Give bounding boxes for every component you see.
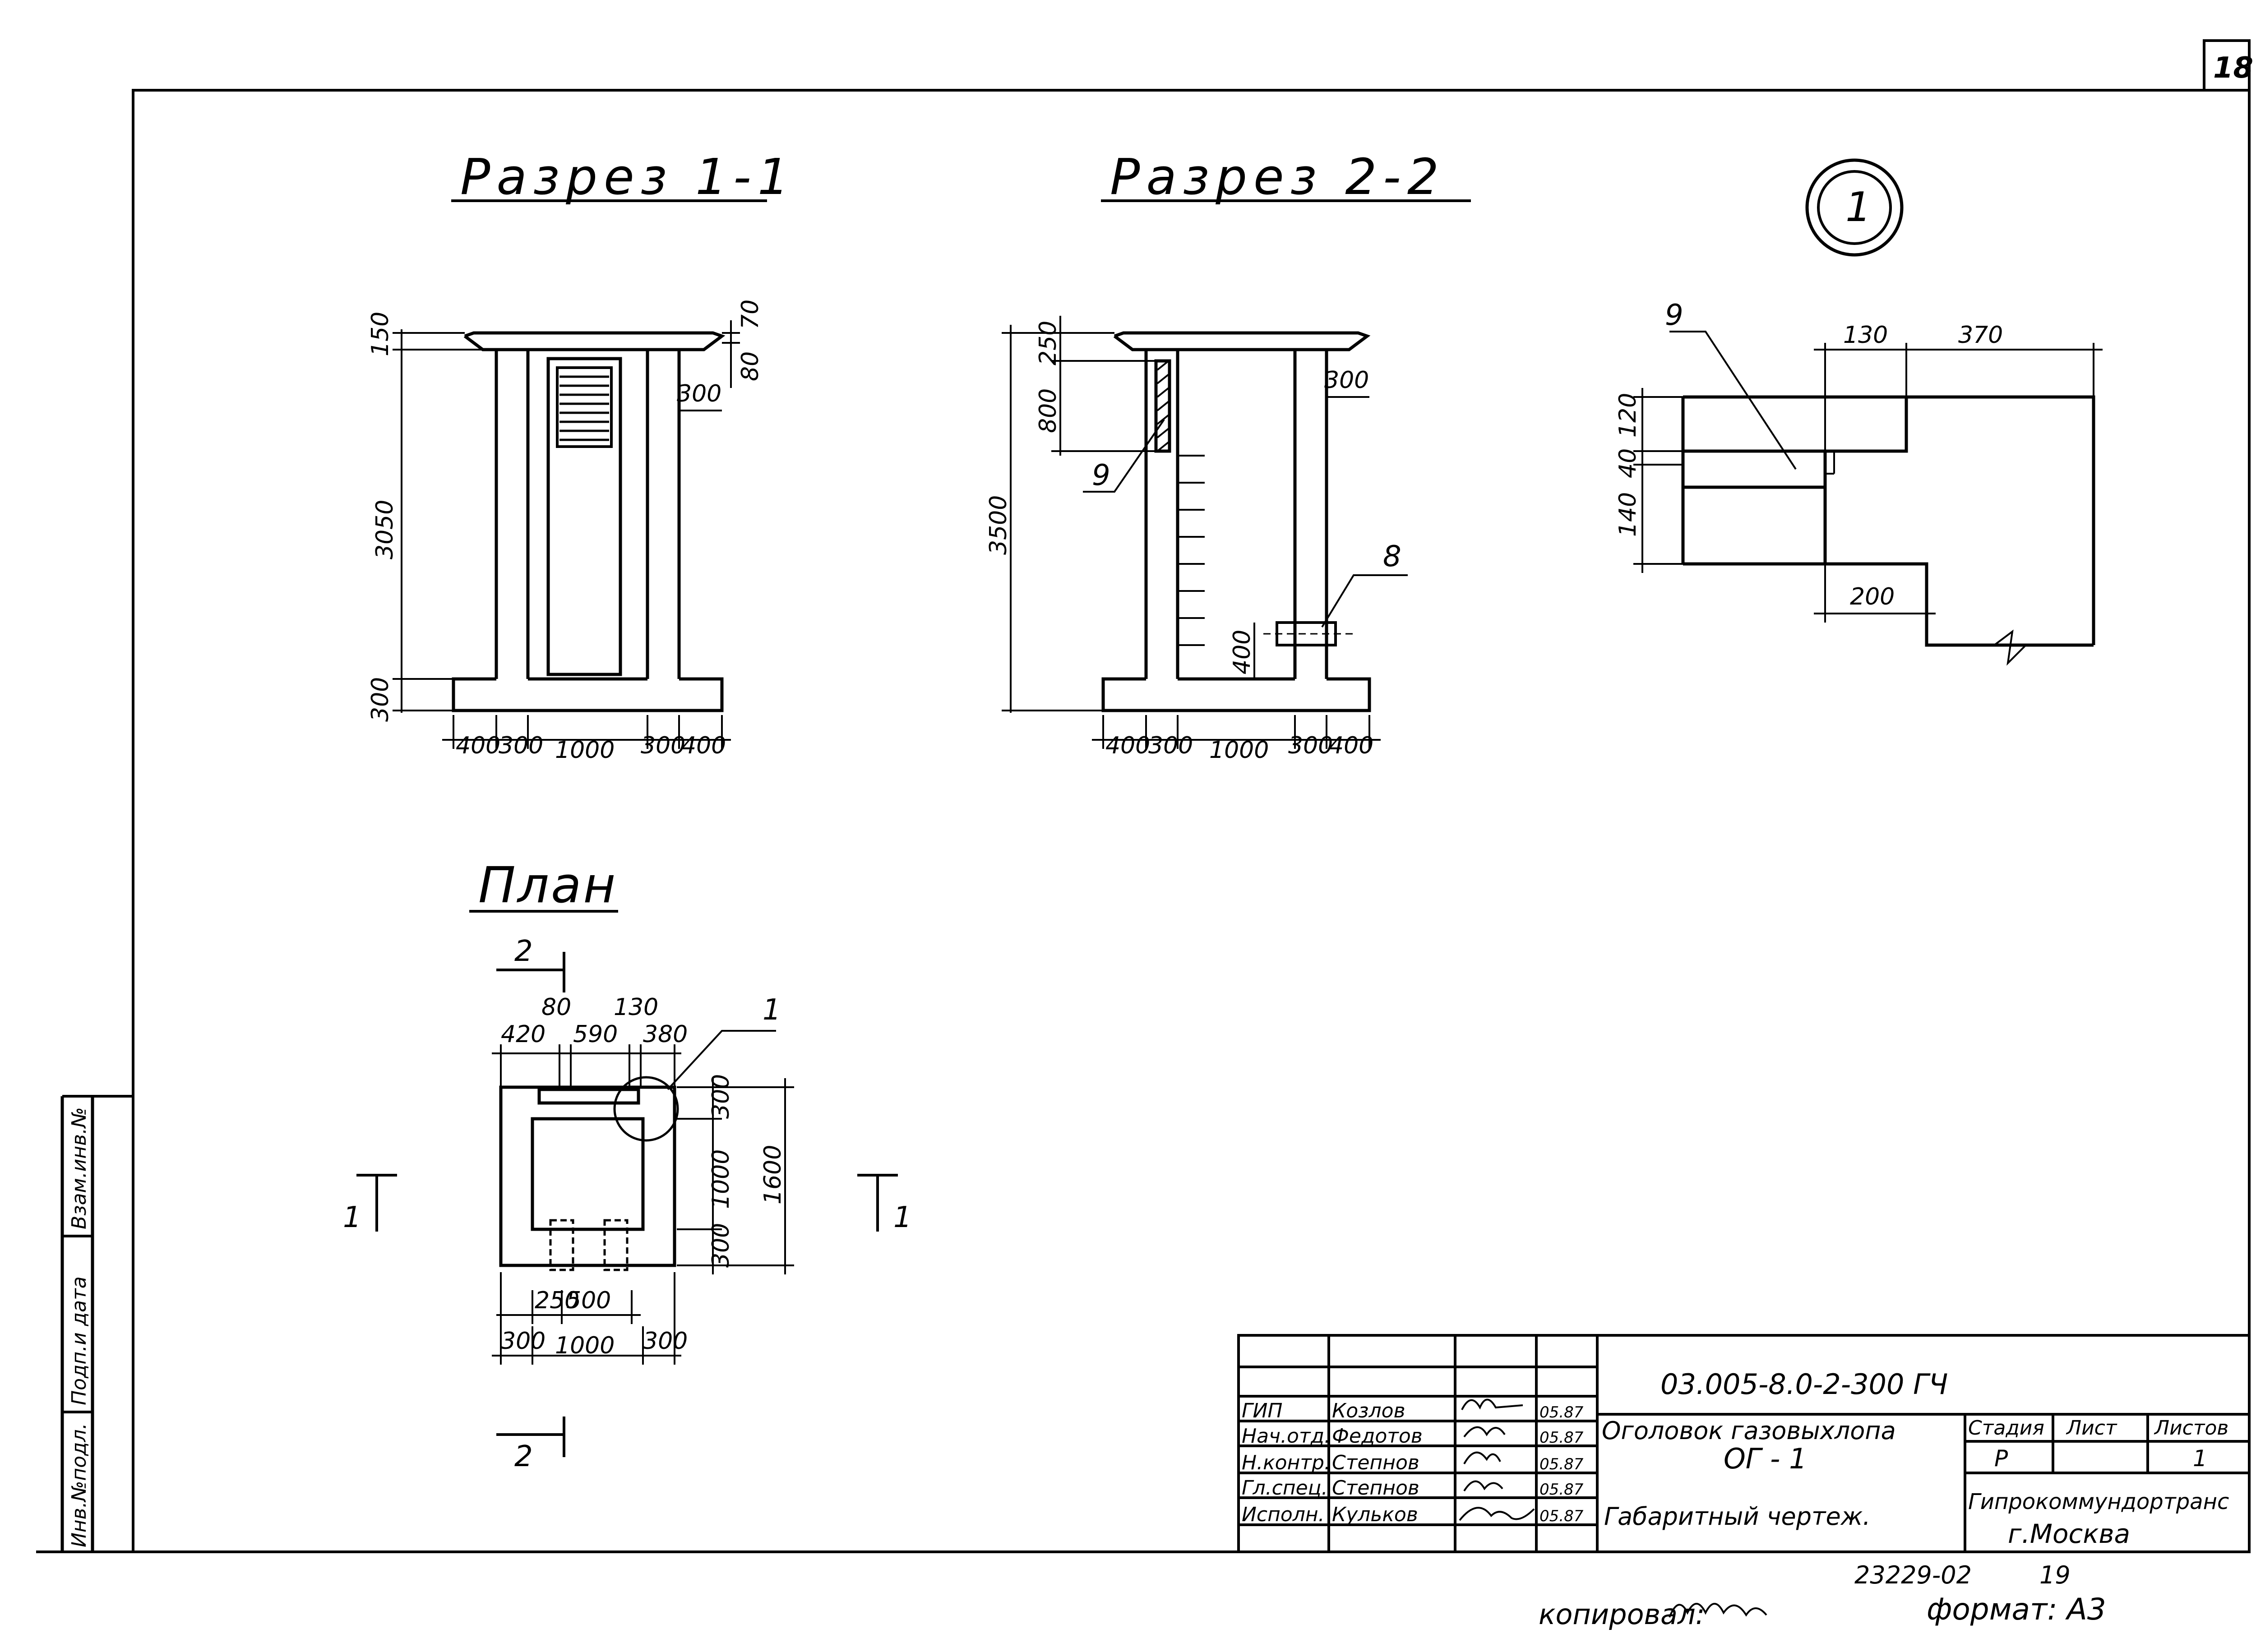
s1-base-2: 1000	[555, 737, 615, 764]
plan-right-0: 300	[707, 1074, 735, 1119]
plan-right-total: 1600	[759, 1145, 786, 1204]
footer: 23229-02 19 копировал: формат: А3	[1539, 1561, 2106, 1631]
tb-stage-label: Стадия	[1968, 1417, 2044, 1440]
page-number: 18	[2213, 51, 2253, 85]
s1-dim-wall: 300	[677, 380, 721, 407]
side-stamp: Инв.№подл. Подп.и дата Взам.инв.№	[68, 1107, 91, 1547]
detail-dim-140: 140	[1614, 492, 1641, 537]
s1-dim-bottom: 300	[367, 677, 394, 722]
plan-top-4: 380	[643, 1021, 688, 1048]
s1-dim-height: 3050	[371, 500, 398, 559]
detail-dim-40: 40	[1614, 448, 1641, 478]
tb-object-1: Оголовок газовыхлопа	[1602, 1417, 1896, 1445]
s1-base-3: 300	[641, 732, 685, 759]
section-2-title: Разрез 2-2	[1110, 148, 1445, 206]
s2-callout-8: 8	[1383, 540, 1401, 573]
footer-number: 23229-02	[1854, 1561, 1972, 1589]
s1-base-1: 300	[499, 732, 543, 759]
footer-format: формат: А3	[1927, 1592, 2106, 1627]
section-2-2: Разрез 2-2	[985, 148, 1471, 764]
s2-base-2: 1000	[1209, 737, 1269, 764]
tb-role-4: Исполн.	[1242, 1503, 1325, 1526]
s2-dim-top-b: 800	[1035, 388, 1062, 433]
tb-date-0: 05.87	[1539, 1403, 1584, 1421]
detail-dim-370: 370	[1958, 322, 2003, 349]
plan-cut-1-right: 1	[893, 1201, 912, 1234]
plan-bottom-inner-0: 250	[535, 1287, 579, 1314]
s2-base-3: 300	[1288, 732, 1333, 759]
tb-name-4: Кульков	[1332, 1503, 1418, 1526]
section-1-1: Разрез 1-1	[367, 148, 795, 764]
s2-dim-height: 3500	[985, 495, 1012, 555]
side-stamp-2: Взам.инв.№	[68, 1107, 91, 1229]
plan-right-2: 300	[707, 1223, 735, 1268]
sheet-frame	[132, 89, 2251, 1553]
section-1-title: Разрез 1-1	[460, 148, 795, 206]
plan-bottom-inner-1: 500	[566, 1287, 611, 1314]
detail-callout-9: 9	[1665, 299, 1683, 332]
s2-callout-9: 9	[1092, 459, 1110, 492]
tb-role-2: Н.контр.	[1242, 1451, 1331, 1474]
plan-top-3: 130	[614, 994, 658, 1021]
tb-stage: Р	[1994, 1445, 2008, 1472]
s2-dim-top-a: 250	[1035, 321, 1062, 365]
plan-callout-1: 1	[763, 993, 781, 1027]
tb-sheets-label: Листов	[2154, 1417, 2228, 1440]
plan-bottom-0: 300	[501, 1328, 546, 1355]
side-stamp-1: Подп.и дата	[68, 1276, 91, 1405]
tb-org-1: Гипрокоммундортранс	[1968, 1489, 2229, 1514]
detail-1: 1 130 370 120 40	[1614, 158, 2103, 666]
tb-sheets: 1	[2193, 1445, 2207, 1472]
plan-bottom-1: 1000	[555, 1332, 615, 1359]
plan-cut-1-left: 1	[343, 1201, 361, 1234]
tb-sheet-label: Лист	[2066, 1417, 2117, 1440]
detail-dim-200: 200	[1850, 583, 1895, 610]
s1-base-0: 400	[456, 732, 500, 759]
tb-name-2: Степнов	[1332, 1451, 1419, 1474]
title-block: 03.005-8.0-2-300 ГЧ ГИП Козлов 05.87 Нач…	[1237, 1334, 2251, 1553]
plan-title: План	[478, 856, 617, 914]
plan-bottom-2: 300	[643, 1328, 688, 1355]
tb-name-0: Козлов	[1332, 1399, 1405, 1422]
tb-role-0: ГИП	[1242, 1399, 1283, 1422]
plan-view: План	[343, 856, 912, 1473]
plan-cut-2-top: 2	[514, 935, 533, 968]
plan-top-0: 420	[501, 1021, 546, 1048]
tb-doc-code: 03.005-8.0-2-300 ГЧ	[1660, 1368, 1948, 1401]
plan-right-1: 1000	[707, 1149, 735, 1209]
s1-dim-top-right-a: 70	[737, 300, 764, 329]
tb-role-3: Гл.спец.	[1242, 1477, 1328, 1500]
tb-sheet-name: Габаритный чертеж.	[1604, 1502, 1871, 1531]
detail-dim-120: 120	[1614, 393, 1641, 438]
tb-org-2: г.Москва	[2008, 1518, 2130, 1549]
tb-date-4: 05.87	[1539, 1507, 1584, 1525]
tb-date-3: 05.87	[1539, 1481, 1584, 1499]
s2-base-0: 400	[1105, 732, 1150, 759]
tb-date-1: 05.87	[1539, 1429, 1584, 1447]
s2-base-1: 300	[1148, 732, 1193, 759]
s1-base-4: 400	[681, 732, 726, 759]
tb-name-1: Федотов	[1332, 1425, 1423, 1448]
tb-name-3: Степнов	[1332, 1477, 1419, 1500]
footer-number2: 19	[2039, 1561, 2071, 1589]
detail-number: 1	[1845, 184, 1871, 231]
s1-dim-top-right-b: 80	[737, 351, 764, 381]
tb-date-2: 05.87	[1539, 1455, 1584, 1473]
s2-base-4: 400	[1329, 732, 1373, 759]
detail-dim-130: 130	[1843, 322, 1888, 349]
s1-dim-top: 150	[367, 312, 394, 356]
s2-dim-wall: 300	[1324, 367, 1369, 394]
plan-top-2: 590	[573, 1021, 618, 1048]
plan-cut-2-bottom: 2	[514, 1440, 533, 1473]
tb-role-1: Нач.отд.	[1242, 1425, 1331, 1448]
plan-top-1: 80	[541, 994, 571, 1021]
side-stamp-0: Инв.№подл.	[68, 1423, 91, 1547]
footer-copied: копировал:	[1539, 1598, 1705, 1631]
tb-object-2: ОГ - 1	[1724, 1442, 1807, 1475]
s2-dim-low: 400	[1229, 630, 1256, 674]
copier-signature	[1669, 1603, 1767, 1618]
signatures	[1459, 1398, 1535, 1521]
